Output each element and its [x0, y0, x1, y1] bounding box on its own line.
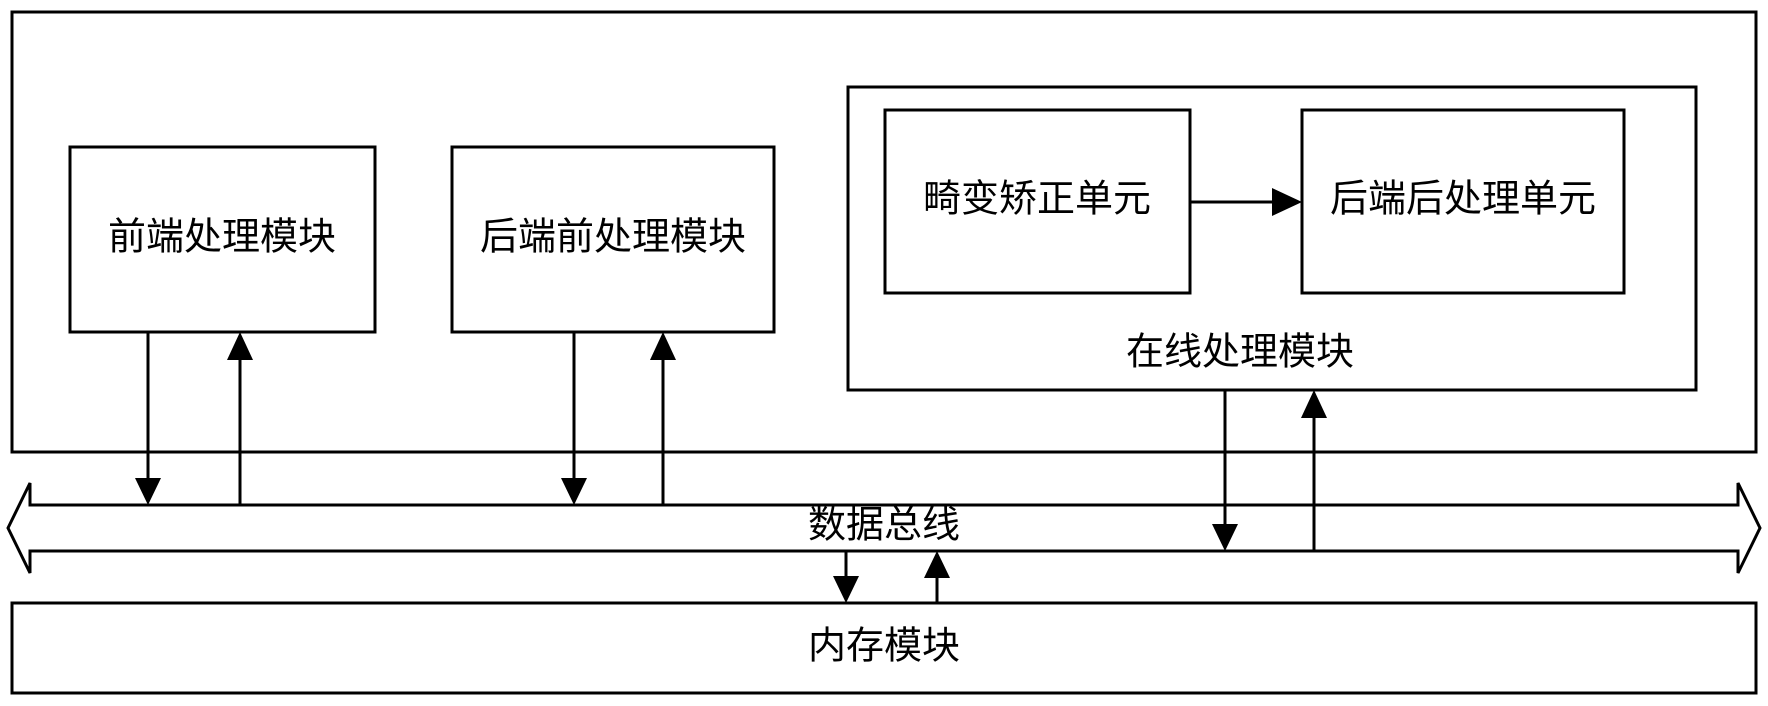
distortion-unit-box [883, 108, 1192, 295]
backend-pre-to-bus-arrowhead [561, 478, 587, 505]
bus-to-memory-arrowhead [833, 576, 859, 603]
backend-post-unit-box [1300, 108, 1626, 295]
frontend-to-bus-arrowhead [135, 478, 161, 505]
backend-post-unit-label: 后端后处理单元 [1330, 177, 1596, 221]
backend-pre-module-box [450, 145, 776, 334]
backend-pre-module-label: 后端前处理模块 [480, 215, 746, 259]
bus-to-online-arrowhead [1301, 390, 1327, 418]
online-module-label: 在线处理模块 [1126, 330, 1354, 374]
memory-module-box [10, 601, 1758, 695]
data-bus-label: 数据总线 [808, 503, 960, 547]
memory-module-label: 内存模块 [808, 624, 960, 668]
data-bus [6, 482, 1762, 574]
frontend-module-box [68, 145, 377, 334]
memory-to-bus-arrowhead [924, 551, 950, 578]
distortion-unit-label: 畸变矫正单元 [923, 177, 1151, 221]
online-to-bus-arrowhead [1212, 524, 1238, 551]
bus-to-frontend-arrowhead [227, 332, 253, 360]
bus-to-backend-pre-arrowhead [650, 332, 676, 360]
distortion-to-post-arrowhead [1272, 188, 1302, 216]
frontend-module-label: 前端处理模块 [108, 215, 336, 259]
